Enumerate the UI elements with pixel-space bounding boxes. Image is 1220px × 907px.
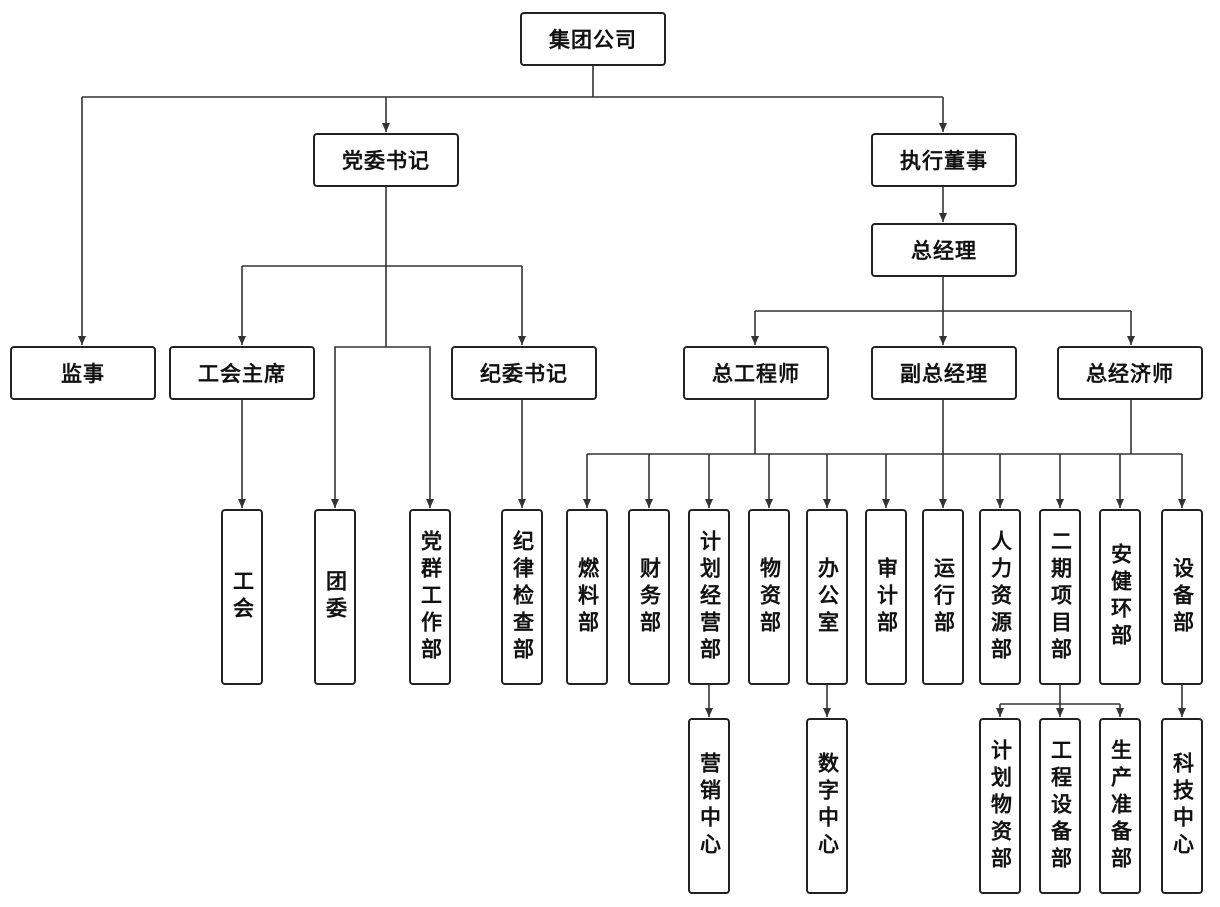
node-deputy-gm: 副总经理 — [871, 346, 1017, 400]
node-label: 计划物资部 — [988, 738, 1013, 874]
node-office: 办公室 — [806, 509, 848, 685]
node-supervisor: 监事 — [10, 346, 156, 400]
node-production-prep-dept: 生产准备部 — [1099, 718, 1141, 894]
node-label: 人力资源部 — [988, 529, 1013, 665]
node-label: 安健环部 — [1108, 543, 1133, 651]
node-tech-center: 科技中心 — [1161, 718, 1203, 894]
node-audit-dept: 审计部 — [865, 509, 907, 685]
node-materials-dept: 物资部 — [748, 509, 790, 685]
node-label: 计划经营部 — [697, 529, 722, 665]
connector-gm-bus — [755, 276, 1131, 312]
connector-dept-bus — [587, 400, 1182, 455]
node-operations-dept: 运行部 — [922, 509, 964, 685]
connector-party-bus — [242, 187, 522, 347]
node-hr-dept: 人力资源部 — [979, 509, 1021, 685]
node-label: 工程设备部 — [1048, 738, 1073, 874]
connector-root-bus — [82, 66, 943, 98]
connector-lines — [78, 66, 1186, 717]
node-label: 总经济师 — [1086, 362, 1174, 386]
node-union-chair: 工会主席 — [169, 346, 315, 400]
node-digital-center: 数字中心 — [806, 718, 848, 894]
node-label: 纪律检查部 — [510, 529, 535, 665]
node-label: 办公室 — [815, 556, 840, 638]
node-planning-dept: 计划经营部 — [688, 509, 730, 685]
node-hse-dept: 安健环部 — [1099, 509, 1141, 685]
node-label: 工会 — [230, 570, 255, 624]
node-general-manager: 总经理 — [871, 223, 1017, 277]
node-label: 总工程师 — [712, 362, 800, 386]
node-label: 营销中心 — [697, 752, 722, 860]
node-label: 副总经理 — [900, 362, 988, 386]
node-label: 审计部 — [874, 556, 899, 638]
node-party-work-dept: 党群工作部 — [409, 509, 451, 685]
connector-to-party-work-dept — [386, 346, 434, 508]
node-union: 工会 — [221, 509, 263, 685]
node-label: 集团公司 — [549, 28, 637, 52]
node-marketing-center: 营销中心 — [688, 718, 730, 894]
node-discipline-dept: 纪律检查部 — [501, 509, 543, 685]
node-label: 二期项目部 — [1048, 529, 1073, 665]
node-label: 财务部 — [637, 556, 662, 638]
node-group-company: 集团公司 — [520, 12, 666, 66]
node-label: 党群工作部 — [418, 529, 443, 665]
node-plan-materials-dept: 计划物资部 — [979, 718, 1021, 894]
node-label: 数字中心 — [815, 752, 840, 860]
node-fuel-dept: 燃料部 — [566, 509, 608, 685]
node-party-secretary: 党委书记 — [313, 133, 459, 187]
node-label: 工会主席 — [198, 362, 286, 386]
node-label: 物资部 — [757, 556, 782, 638]
node-label: 设备部 — [1170, 556, 1195, 638]
node-finance-dept: 财务部 — [628, 509, 670, 685]
node-eng-equipment-dept: 工程设备部 — [1039, 718, 1081, 894]
node-label: 团委 — [323, 570, 348, 624]
node-label: 执行董事 — [900, 149, 988, 173]
connector-phase2-bus — [1000, 685, 1120, 705]
connector-to-youth-league — [331, 346, 386, 508]
node-youth-league: 团委 — [314, 509, 356, 685]
node-label: 生产准备部 — [1108, 738, 1133, 874]
node-label: 总经理 — [911, 239, 977, 263]
node-equipment-dept: 设备部 — [1161, 509, 1203, 685]
node-label: 纪委书记 — [480, 362, 568, 386]
node-label: 监事 — [61, 362, 105, 386]
node-discipline-secretary: 纪委书记 — [451, 346, 597, 400]
node-label: 科技中心 — [1170, 752, 1195, 860]
node-chief-economist: 总经济师 — [1057, 346, 1203, 400]
node-label: 运行部 — [931, 556, 956, 638]
node-chief-engineer: 总工程师 — [683, 346, 829, 400]
node-executive-director: 执行董事 — [871, 133, 1017, 187]
node-phase2-dept: 二期项目部 — [1039, 509, 1081, 685]
node-label: 燃料部 — [575, 556, 600, 638]
node-label: 党委书记 — [342, 149, 430, 173]
